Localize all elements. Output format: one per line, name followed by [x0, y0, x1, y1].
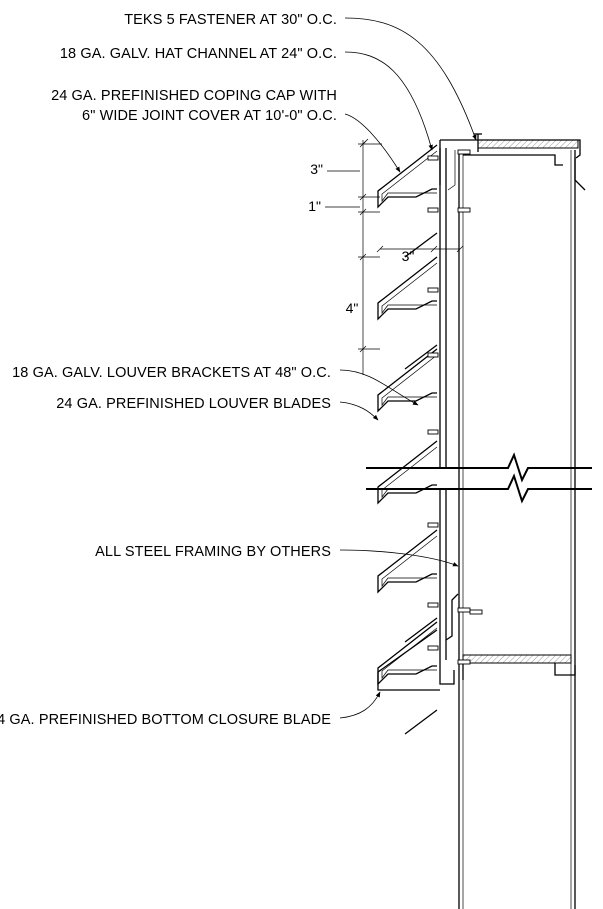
note-bottom-closure: 24 GA. PREFINISHED BOTTOM CLOSURE BLADE [0, 712, 331, 728]
screw-icon [427, 645, 439, 651]
screw-icon [427, 352, 439, 358]
note-teks-fastener: TEKS 5 FASTENER AT 30" O.C. [124, 12, 337, 28]
leader-steel-framing [339, 549, 459, 567]
note-coping-cap-line2: 6" WIDE JOINT COVER AT 10'-0" O.C. [82, 108, 337, 124]
louver-bracket-edge [404, 344, 438, 370]
steel-stud-wall [366, 139, 592, 909]
bottom-closure-blade [377, 629, 440, 691]
leader-coping-cap [344, 113, 401, 173]
note-louver-brackets: 18 GA. GALV. LOUVER BRACKETS AT 48" O.C. [12, 365, 331, 381]
screw-icon [427, 602, 439, 608]
screw-icon [427, 287, 439, 293]
screw-icon [427, 429, 439, 435]
louver-blade [377, 621, 438, 686]
note-hat-channel: 18 GA. GALV. HAT CHANNEL AT 24" O.C. [60, 46, 337, 62]
louver-blade-inner [381, 354, 438, 407]
hat-channel [439, 148, 459, 685]
louver-blade [377, 440, 438, 505]
dim-blade-height: 3" [310, 161, 323, 177]
screw-icon [457, 207, 471, 213]
louver-blade [377, 144, 438, 209]
louver-blade [377, 256, 438, 321]
screw-icon [427, 522, 439, 528]
break-line-top [366, 452, 592, 483]
break-line-bottom [366, 473, 592, 504]
leader-louver-brackets [339, 369, 419, 406]
note-steel-framing: ALL STEEL FRAMING BY OTHERS [95, 544, 331, 560]
leader-hat-channel [344, 51, 433, 151]
louver-bracket-edge [404, 709, 438, 735]
dimension-lines: 3" 1" 4" 3" [308, 138, 464, 375]
screw-icon [457, 149, 471, 155]
louver-blades [377, 144, 440, 735]
dim-blade-gap: 1" [308, 198, 321, 214]
teks-fastener-icon [474, 133, 482, 152]
callout-notes: TEKS 5 FASTENER AT 30" O.C. 18 GA. GALV.… [0, 12, 337, 728]
screw-icon [457, 659, 471, 665]
leader-bottom-closure [339, 691, 381, 719]
leader-louver-blades [339, 401, 379, 421]
screw-icon [469, 609, 483, 615]
louver-bracket-edge [404, 232, 438, 258]
louver-blade-inner [381, 262, 438, 315]
louver-blade-inner [381, 446, 438, 499]
louver-bracket-edge [404, 617, 438, 643]
screw-icon [427, 155, 439, 161]
louver-blade [377, 529, 438, 594]
leader-lines [339, 17, 477, 719]
screw-icon [457, 607, 471, 613]
note-coping-cap-line1: 24 GA. PREFINISHED COPING CAP WITH [51, 88, 337, 104]
note-louver-blades: 24 GA. PREFINISHED LOUVER BLADES [56, 396, 331, 412]
dim-blade-spacing: 4" [346, 300, 359, 316]
leader-teks-fastener [344, 17, 477, 141]
louver-blade-inner [381, 535, 438, 588]
dim-offset: 3" [402, 248, 415, 264]
fasteners [427, 149, 483, 665]
louver-blade-inner [381, 150, 438, 203]
screw-icon [427, 207, 439, 213]
louver-blade [377, 348, 438, 413]
